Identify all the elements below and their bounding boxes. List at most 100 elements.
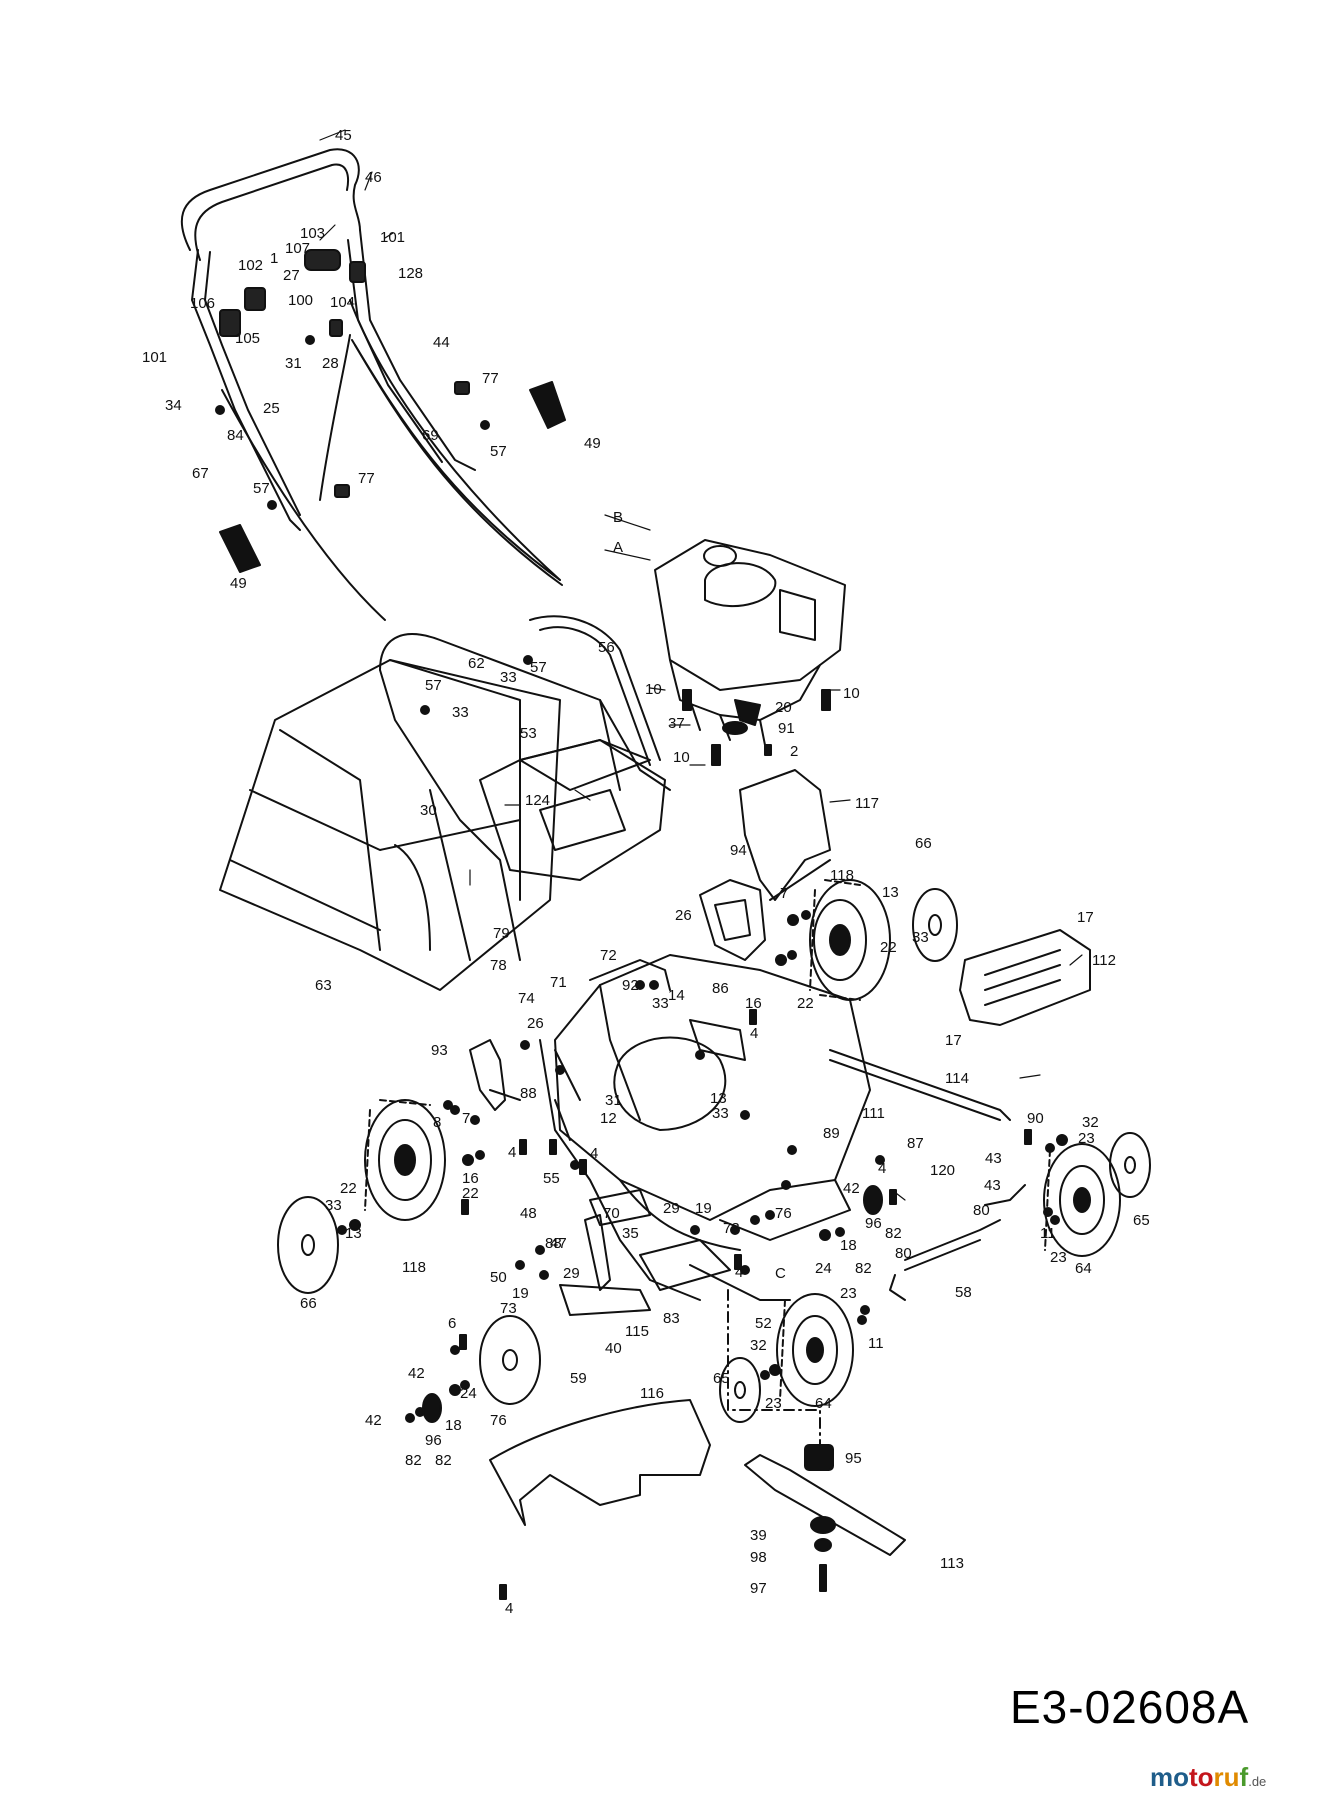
- part-label: 32: [1082, 1114, 1099, 1131]
- part-label: 73: [723, 1220, 740, 1237]
- part-label: 24: [815, 1260, 832, 1277]
- part-label: 45: [335, 127, 352, 144]
- part-label: 73: [500, 1300, 517, 1317]
- part-label: 16: [745, 995, 762, 1012]
- part-label: 13: [882, 884, 899, 901]
- part-label: 49: [230, 575, 247, 592]
- part-label: 42: [408, 1365, 425, 1382]
- part-label: 25: [263, 400, 280, 417]
- part-label: 28: [322, 355, 339, 372]
- part-label: 59: [570, 1370, 587, 1387]
- part-label: 6: [448, 1315, 456, 1332]
- part-label: 39: [750, 1527, 767, 1544]
- part-label: 82: [885, 1225, 902, 1242]
- part-label: 29: [663, 1200, 680, 1217]
- bracket-88: [584, 1189, 651, 1291]
- part-label: 91: [778, 720, 795, 737]
- part-label: 57: [253, 480, 270, 497]
- part-label: 107: [285, 240, 310, 257]
- part-label: 105: [235, 330, 260, 347]
- part-label: 40: [605, 1340, 622, 1357]
- part-label: 50: [490, 1269, 507, 1286]
- cover-94: [699, 879, 766, 961]
- part-label: 115: [625, 1323, 649, 1340]
- part-label: 70: [603, 1205, 620, 1222]
- part-label: 57: [530, 659, 547, 676]
- part-label: 53: [520, 725, 537, 742]
- part-label: 64: [815, 1395, 832, 1412]
- part-label: 17: [945, 1032, 962, 1049]
- part-label: 4: [735, 1264, 743, 1281]
- part-label: 82: [855, 1260, 872, 1277]
- belt-assembly: [559, 1239, 791, 1316]
- part-label: 43: [985, 1150, 1002, 1167]
- part-label: 18: [445, 1417, 462, 1434]
- part-label: 1: [270, 250, 278, 267]
- part-label: 26: [527, 1015, 544, 1032]
- part-label: 66: [915, 835, 932, 852]
- part-label: 19: [512, 1285, 529, 1302]
- part-label: 48: [520, 1205, 537, 1222]
- part-label: 92: [622, 977, 639, 994]
- part-label: 95: [845, 1450, 862, 1467]
- part-label: 82: [405, 1452, 422, 1469]
- part-label: 33: [452, 704, 469, 721]
- part-label: 42: [843, 1180, 860, 1197]
- part-label: 19: [695, 1200, 712, 1217]
- part-label: 4: [590, 1145, 598, 1162]
- hubcap-65-front: [719, 1357, 761, 1423]
- lever-49: [219, 381, 566, 573]
- part-label: 96: [425, 1432, 442, 1449]
- part-label: 23: [1078, 1130, 1095, 1147]
- part-label: A: [613, 539, 623, 556]
- part-label: 26: [675, 907, 692, 924]
- part-label: 55: [543, 1170, 560, 1187]
- part-label: 120: [930, 1162, 955, 1179]
- part-label: 87: [907, 1135, 924, 1152]
- part-label: 31: [605, 1092, 622, 1109]
- part-label: 65: [1133, 1212, 1150, 1229]
- part-label: 83: [663, 1310, 680, 1327]
- part-label: 31: [285, 355, 302, 372]
- bag-lid: [479, 739, 666, 881]
- hubcap-66-right: [912, 888, 958, 962]
- part-label: 118: [402, 1259, 426, 1276]
- part-label: 13: [710, 1090, 727, 1107]
- wheel-64-right: [1043, 1143, 1121, 1257]
- part-label: 100: [288, 292, 313, 309]
- part-label: 88: [545, 1235, 562, 1252]
- part-label: 104: [330, 294, 355, 311]
- part-label: 113: [940, 1555, 964, 1572]
- part-label: 33: [500, 669, 517, 686]
- part-label: 101: [142, 349, 167, 366]
- part-label: 88: [520, 1085, 537, 1102]
- part-label: 43: [984, 1177, 1001, 1194]
- part-label: 98: [750, 1549, 767, 1566]
- part-label: 57: [490, 443, 507, 460]
- part-label: C: [775, 1265, 786, 1282]
- part-label: 7: [780, 885, 788, 902]
- part-label: 58: [955, 1284, 972, 1301]
- part-label: 32: [750, 1337, 767, 1354]
- part-label: 46: [365, 169, 382, 186]
- part-label: 76: [490, 1412, 507, 1429]
- part-label: 42: [365, 1412, 382, 1429]
- part-label: 30: [420, 802, 437, 819]
- part-label: 11: [1040, 1225, 1056, 1242]
- handle-upper: [180, 148, 563, 586]
- part-label: 8: [433, 1114, 441, 1131]
- chute-116: [489, 1399, 711, 1526]
- part-label: 22: [880, 939, 897, 956]
- part-label: 33: [652, 995, 669, 1012]
- part-label: 11: [868, 1335, 884, 1352]
- watermark-logo: motoruf.de: [1150, 1762, 1267, 1792]
- part-label: 114: [945, 1070, 969, 1087]
- part-label: 111: [862, 1105, 885, 1122]
- part-label: 12: [600, 1110, 617, 1127]
- part-label: 4: [878, 1160, 886, 1177]
- control-block: [219, 249, 470, 498]
- rear-flap-112: [959, 929, 1091, 1026]
- bolts: [459, 689, 1032, 1600]
- axle-58: [889, 1184, 1026, 1301]
- part-label: 77: [482, 370, 499, 387]
